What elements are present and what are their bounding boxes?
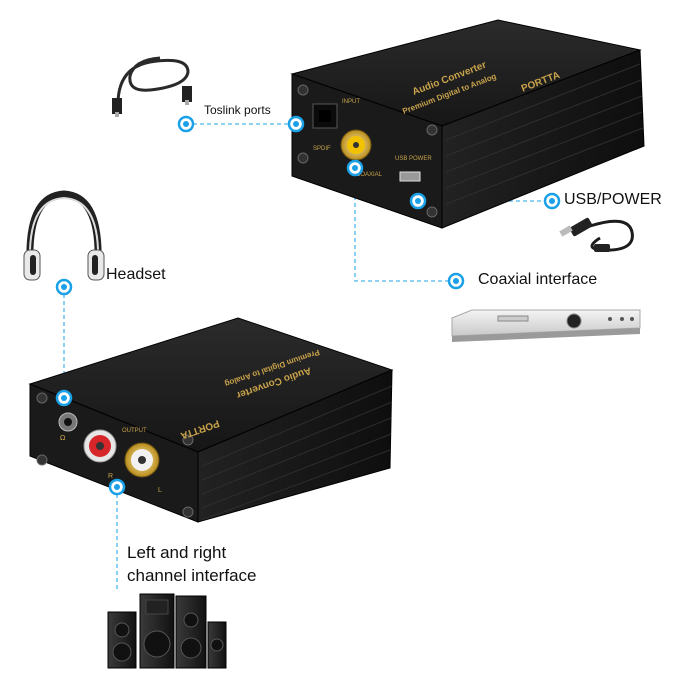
top-label-usb-power: USB POWER bbox=[395, 156, 432, 162]
callout-lr-line2: channel interface bbox=[127, 566, 257, 585]
speaker-system-icon bbox=[107, 593, 227, 669]
dot-lr-top bbox=[108, 478, 126, 496]
callout-usb-power: USB/POWER bbox=[564, 191, 662, 208]
callout-coaxial-interface: Coaxial interface bbox=[478, 271, 598, 288]
callout-dots bbox=[55, 115, 561, 496]
dot-headset-bottom bbox=[55, 389, 73, 407]
optical-cable-icon bbox=[112, 56, 192, 117]
leader-coaxial bbox=[354, 168, 455, 282]
bottom-label-l: L bbox=[158, 487, 162, 494]
headphone-glyph-icon: Ω bbox=[60, 434, 66, 442]
headphones-icon bbox=[23, 190, 105, 281]
device-bottom: OUTPUT R L Ω Audio Converter Premium Dig… bbox=[28, 317, 394, 523]
dot-usb-right bbox=[543, 192, 561, 210]
dot-toslink-left bbox=[177, 115, 195, 133]
callout-lr-line1: Left and right bbox=[127, 543, 227, 562]
device-top: INPUT SPDIF COAXIAL USB POWER Audio Conv… bbox=[290, 19, 645, 229]
dot-headset-top bbox=[55, 278, 73, 296]
top-label-coaxial: COAXIAL bbox=[356, 172, 383, 178]
callout-toslink-ports: Toslink ports bbox=[204, 103, 271, 117]
amplifier-icon bbox=[451, 309, 641, 342]
callout-headset: Headset bbox=[106, 266, 166, 283]
dot-coax-end bbox=[447, 272, 465, 290]
usb-cable-icon bbox=[559, 217, 634, 252]
dot-coax-top bbox=[346, 159, 364, 177]
top-label-spdif: SPDIF bbox=[313, 146, 331, 152]
dot-usb-left bbox=[409, 192, 427, 210]
bottom-label-output: OUTPUT bbox=[122, 428, 147, 434]
dot-toslink-right bbox=[287, 115, 305, 133]
bottom-label-r: R bbox=[108, 473, 113, 480]
top-label-input: INPUT bbox=[342, 99, 360, 105]
callout-left-right-channel: Left and right channel interface bbox=[127, 541, 256, 587]
